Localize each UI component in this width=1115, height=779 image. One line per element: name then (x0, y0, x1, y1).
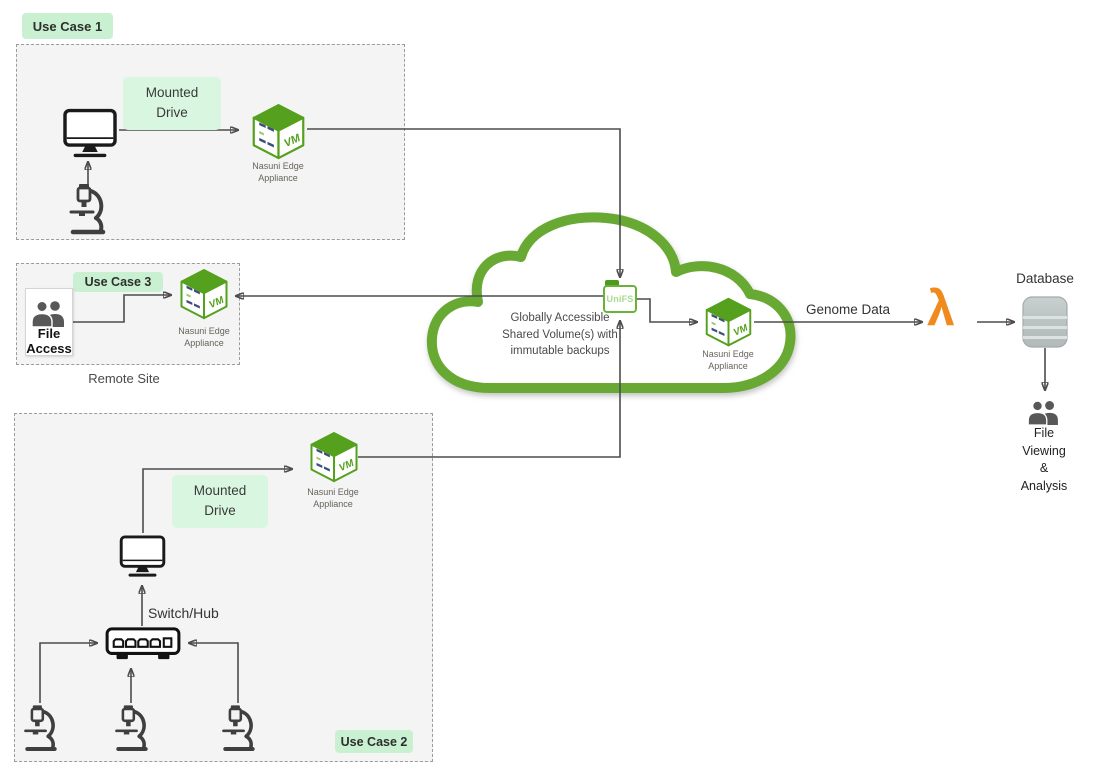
uc3-file-access-label: File Access (26, 326, 72, 356)
uc1-mounted-drive-label: Mounted Drive (123, 77, 221, 130)
uc2-nasuni-appliance-icon: VM (310, 432, 358, 483)
switch-hub-label: Switch/Hub (148, 605, 219, 621)
unifs-folder-tab-icon (605, 280, 619, 288)
uc2-appliance-label: Nasuni Edge Appliance (307, 487, 359, 509)
cloud-appliance-label: Nasuni Edge Appliance (702, 349, 754, 371)
uc2-monitor-icon (119, 535, 166, 577)
uc1-nasuni-appliance-icon: VM (252, 103, 305, 160)
use-case-3-title: Use Case 3 (73, 272, 163, 292)
cloud-nasuni-appliance-icon: VM (705, 297, 752, 347)
uc3-appliance-label: Nasuni Edge Appliance (178, 326, 230, 348)
switch-hub-icon (105, 627, 181, 660)
file-viewing-people-icon (1027, 400, 1058, 425)
lambda-icon: λ (927, 280, 955, 336)
remote-site-label: Remote Site (88, 371, 160, 386)
database-icon (1022, 296, 1068, 348)
use-case-1-title: Use Case 1 (22, 13, 113, 39)
cloud-description: Globally Accessible Shared Volume(s) wit… (502, 312, 618, 358)
uc1-monitor-icon (63, 108, 117, 158)
use-case-2-title: Use Case 2 (335, 730, 413, 753)
uc2-microscope-icon-2 (115, 705, 148, 752)
file-viewing-label: File Viewing & Analysis (1020, 426, 1068, 493)
genome-data-label: Genome Data (806, 302, 891, 317)
uc1-microscope-icon (69, 184, 106, 235)
uc1-appliance-label: Nasuni Edge Appliance (252, 161, 304, 183)
unifs-folder-icon: UniFS (603, 285, 637, 313)
uc3-people-icon (31, 300, 64, 327)
database-label: Database (1016, 271, 1074, 286)
uc3-nasuni-appliance-icon: VM (180, 269, 228, 320)
uc2-mounted-drive-label: Mounted Drive (172, 475, 268, 528)
uc2-microscope-icon-1 (24, 705, 57, 752)
uc2-microscope-icon-3 (222, 705, 255, 752)
